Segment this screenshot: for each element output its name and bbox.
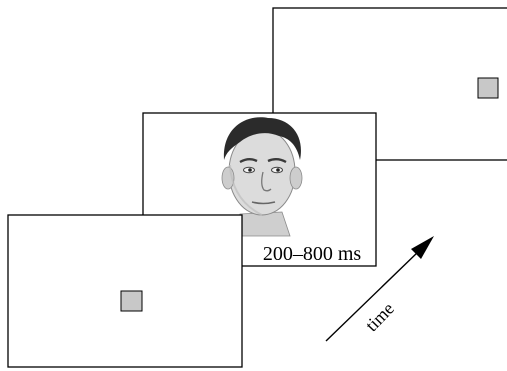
stimulus-duration-label: 200–800 ms: [263, 243, 362, 265]
face-image: [221, 117, 303, 237]
duration-label-background: [249, 240, 374, 265]
first-frame-gray-square: [120, 290, 143, 312]
third-frame-gray-square: [477, 77, 499, 99]
time-label: time: [361, 298, 398, 335]
frame-first: [7, 214, 243, 368]
first-frame-panel: [7, 214, 243, 368]
time-arrow-shaft: [325, 250, 420, 342]
time-arrow-head: [411, 236, 434, 259]
